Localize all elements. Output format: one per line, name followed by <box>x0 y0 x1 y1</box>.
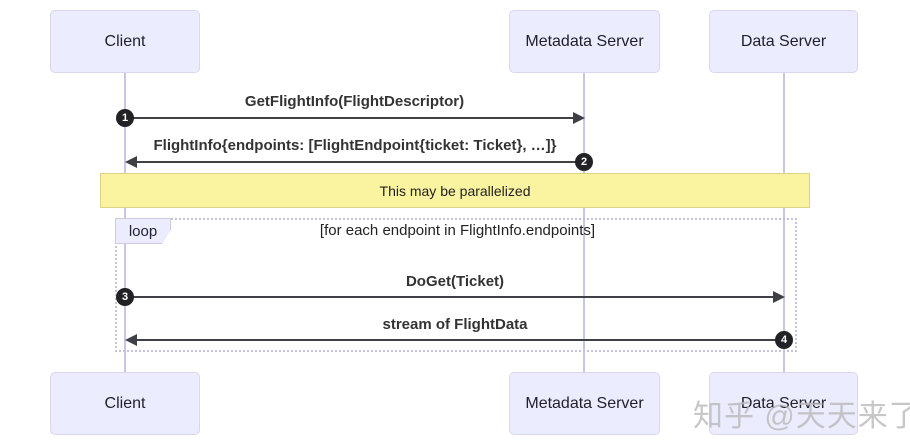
actor-label-data-server: Data Server <box>740 394 827 412</box>
note-parallelized: This may be parallelized <box>100 173 810 208</box>
loop-frame <box>115 218 797 352</box>
lifeline-metadata-server <box>583 72 585 372</box>
message-2-number-badge: 2 <box>575 153 593 171</box>
message-4-line <box>137 339 784 341</box>
message-2-arrowhead-icon <box>125 156 137 168</box>
loop-condition: [for each endpoint in FlightInfo.endpoin… <box>319 222 596 239</box>
message-2-label: FlightInfo{endpoints: [FlightEndpoint{ti… <box>153 137 557 154</box>
actor-label-metadata-server: Metadata Server <box>525 32 644 50</box>
actor-label-client: Client <box>104 394 146 412</box>
message-3-line <box>125 296 773 298</box>
actor-top-metadata-server: Metadata Server <box>509 10 660 73</box>
message-4-number-badge: 4 <box>775 331 793 349</box>
lifeline-data-server <box>783 72 785 372</box>
actor-top-data-server: Data Server <box>709 10 858 73</box>
message-3-arrowhead-icon <box>773 291 785 303</box>
message-1-number-badge: 1 <box>116 109 134 127</box>
message-1-label: GetFlightInfo(FlightDescriptor) <box>244 93 465 110</box>
message-1-arrowhead-icon <box>573 112 585 124</box>
message-4-arrowhead-icon <box>125 334 137 346</box>
actor-top-client: Client <box>50 10 200 73</box>
note-text: This may be parallelized <box>379 182 531 199</box>
message-3-label: DoGet(Ticket) <box>405 273 505 290</box>
actor-bottom-metadata-server: Metadata Server <box>509 372 660 435</box>
message-3-number-badge: 3 <box>116 288 134 306</box>
actor-label-client: Client <box>104 32 146 50</box>
actor-label-metadata-server: Metadata Server <box>525 394 644 412</box>
actor-bottom-client: Client <box>50 372 200 435</box>
message-2-line <box>137 161 584 163</box>
actor-bottom-data-server: Data Server <box>709 372 858 435</box>
loop-label: loop <box>115 218 171 244</box>
actor-label-data-server: Data Server <box>740 32 827 50</box>
zhihu-watermark: 知乎 @天天来了 <box>693 400 910 433</box>
message-1-line <box>125 117 573 119</box>
message-4-label: stream of FlightData <box>382 316 528 333</box>
